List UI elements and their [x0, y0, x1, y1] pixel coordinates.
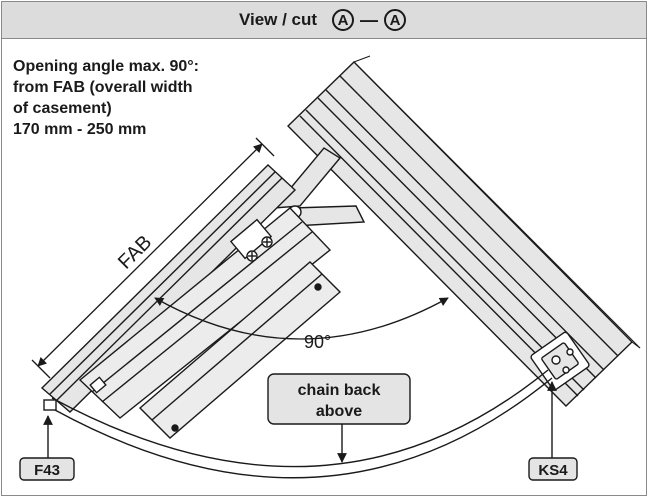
chain [51, 369, 553, 479]
opening-angle-note: Opening angle max. 90°: from FAB (overal… [13, 56, 243, 140]
note-line: from FAB (overall width [13, 79, 193, 96]
fab-label: FAB [114, 231, 156, 273]
title-text: View / cut [238, 10, 318, 29]
title-bar: View / cut A — A [2, 2, 646, 39]
angle-arc [154, 297, 449, 340]
fab-dimension [31, 137, 275, 379]
chain-label-line-2: above [316, 403, 362, 420]
chain-label-line-1: chain back [298, 382, 381, 399]
ks4-label: KS4 [538, 462, 568, 479]
frame-profile [287, 55, 641, 407]
section-marker-left: A [332, 9, 355, 31]
section-separator: — [360, 9, 379, 30]
angle-label: 90° [304, 332, 331, 352]
ks4-callout: KS4 [528, 381, 578, 481]
ks4-fitting [530, 331, 590, 391]
section-marker-right: A [384, 9, 407, 31]
note-line: Opening angle max. 90°: [13, 58, 199, 75]
f43-label: F43 [34, 462, 60, 479]
note-line: of casement) [13, 100, 112, 117]
note-line: 170 mm - 250 mm [13, 121, 147, 138]
chain-callout: chain back above [267, 373, 411, 463]
f43-callout: F43 [19, 415, 75, 481]
